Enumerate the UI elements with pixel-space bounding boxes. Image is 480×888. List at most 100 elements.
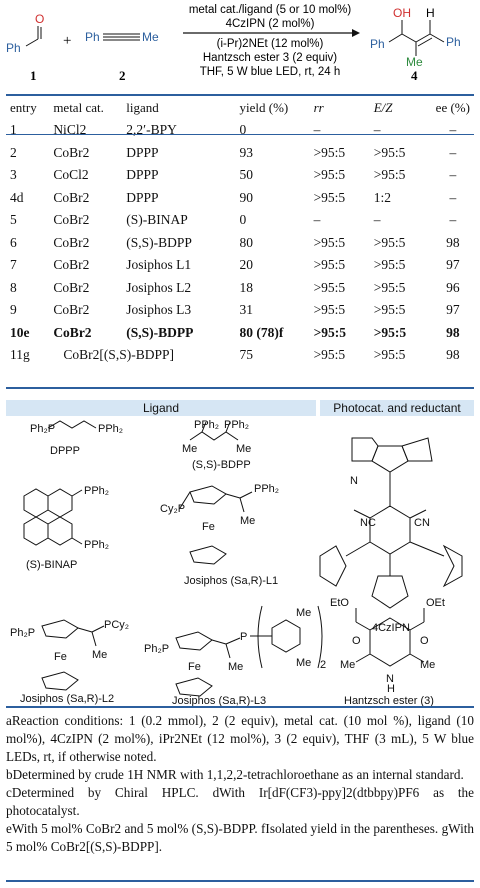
svg-text:PPh₂: PPh₂: [254, 483, 279, 495]
reaction-scheme: Ph O 1 + Ph Me 2 metal cat./ligand (5 or…: [6, 4, 461, 83]
col-header-entry: entry: [10, 100, 37, 115]
svg-text:OEt: OEt: [426, 597, 445, 609]
cell-metal: CoBr2: [53, 144, 90, 160]
cell-ez: –: [373, 122, 381, 138]
svg-text:Me: Me: [142, 30, 159, 44]
footnote-a: aReaction conditions: 1 (0.2 mmol), 2 (2…: [6, 713, 474, 764]
structures-panel: Ph₂P PPh₂ DPPP PPh₂ PPh₂ Me Me (S,S)-BDP…: [10, 419, 463, 706]
cell-entry: 8: [10, 279, 17, 295]
cell-entry: 4d: [10, 189, 24, 205]
cell-entry: 2: [10, 144, 17, 160]
compound-1-label: 1: [30, 68, 37, 83]
cell-ez: >95:5: [373, 257, 406, 273]
svg-text:Me: Me: [296, 607, 311, 619]
table-bottom-rule: [6, 387, 474, 389]
col-header-metal: metal cat.: [53, 100, 104, 115]
cell-metal: NiCl2: [53, 122, 87, 138]
cell-rr: >95:5: [313, 347, 346, 363]
l3-label: Josiphos (Sa,R)-L3: [172, 695, 266, 706]
svg-text:EtO: EtO: [330, 597, 349, 609]
dppp-label: DPPP: [50, 445, 80, 457]
svg-text:Me: Me: [92, 649, 107, 661]
cell-rr: >95:5: [313, 302, 346, 318]
svg-text:P: P: [240, 631, 247, 643]
svg-text:Me: Me: [228, 661, 243, 673]
col-header-ee: ee (%): [435, 100, 470, 115]
product-structure: [388, 20, 445, 56]
cell-metal: CoBr2: [53, 279, 90, 295]
svg-text:O: O: [35, 12, 44, 26]
compound-2-label: 2: [119, 68, 126, 83]
cell-entry: 3: [10, 167, 17, 183]
cell-metal: CoBr2: [53, 257, 90, 273]
cell-ee: 97: [446, 302, 460, 318]
cell-rr: >95:5: [313, 144, 346, 160]
footnote-f: fIsolated yield in the parentheses.: [261, 821, 439, 836]
svg-text:PPh₂: PPh₂: [194, 419, 219, 431]
l1-structure: [179, 485, 253, 565]
cell-entry: 7: [10, 257, 17, 273]
svg-text:CN: CN: [414, 517, 430, 529]
cell-ligand: Josiphos L1: [126, 257, 192, 273]
cell-ez: >95:5: [373, 302, 406, 318]
svg-text:PPh₂: PPh₂: [84, 539, 109, 551]
cell-ee: –: [449, 167, 457, 183]
svg-text:Ph₂P: Ph₂P: [10, 627, 35, 639]
cell-ee: –: [449, 189, 457, 205]
binap-label: (S)-BINAP: [26, 559, 77, 571]
cell-ligand: (S,S)-BDPP: [126, 234, 192, 250]
cell-metal: CoBr2: [53, 324, 92, 340]
svg-text:Me: Me: [236, 443, 251, 455]
hantzsch-label: Hantzsch ester (3): [344, 695, 434, 706]
cell-yield: 0: [239, 212, 247, 228]
bdpp-structure: [189, 421, 239, 441]
svg-text:PPh₂: PPh₂: [84, 485, 109, 497]
svg-text:Cy₂P: Cy₂P: [160, 503, 185, 515]
cell-ez: >95:5: [373, 279, 406, 295]
cell-rr: –: [313, 122, 321, 138]
svg-text:Me: Me: [182, 443, 197, 455]
svg-text:N: N: [386, 673, 394, 685]
cell-rr: >95:5: [313, 279, 346, 295]
4czipn-structure: [319, 437, 463, 609]
svg-text:Ph: Ph: [6, 41, 21, 55]
table-top-rule: [6, 94, 474, 96]
cell-ee: 97: [446, 257, 460, 273]
cell-entry: 11g: [10, 347, 30, 363]
cell-metal: CoBr2: [53, 189, 90, 205]
photocat-header-bar: Photocat. and reductant: [320, 400, 474, 416]
hantzsch-structure: [355, 608, 425, 667]
cell-metal: CoBr2[(S,S)-BDPP]: [63, 347, 174, 363]
svg-text:Fe: Fe: [54, 651, 67, 663]
cell-ee: 98: [446, 324, 460, 340]
cell-yield: 75: [239, 347, 254, 363]
svg-text:Fe: Fe: [202, 521, 215, 533]
footnote-e-f-g: eWith 5 mol% CoBr2 and 5 mol% (S,S)-BDPP…: [6, 820, 474, 856]
cell-metal: CoBr2: [53, 234, 90, 250]
reagents-line-2: 4CzIPN (2 mol%): [226, 18, 315, 30]
footnote-c: cDetermined by Chiral HPLC.: [6, 785, 199, 800]
cell-yield: 80: [239, 234, 254, 250]
cell-entry: 9: [10, 302, 17, 318]
cell-ez: >95:5: [373, 347, 406, 363]
dppp-structure: [47, 420, 97, 429]
cell-rr: >95:5: [313, 234, 346, 250]
svg-text:Fe: Fe: [188, 661, 201, 673]
cell-ligand: DPPP: [126, 144, 159, 160]
cell-ligand: DPPP: [126, 167, 159, 183]
svg-text:H: H: [426, 6, 435, 20]
4czipn-caption: 4CzIPN: [372, 622, 410, 634]
cell-yield: 80 (78)f: [239, 324, 284, 340]
svg-text:NC: NC: [360, 517, 376, 529]
svg-text:O: O: [352, 635, 361, 647]
footnote-e: eWith 5 mol% CoBr2 and 5 mol% (S,S)-BDPP…: [6, 821, 258, 836]
cell-ligand: (S,S)-BDPP: [126, 324, 194, 340]
svg-text:+: +: [63, 33, 71, 49]
